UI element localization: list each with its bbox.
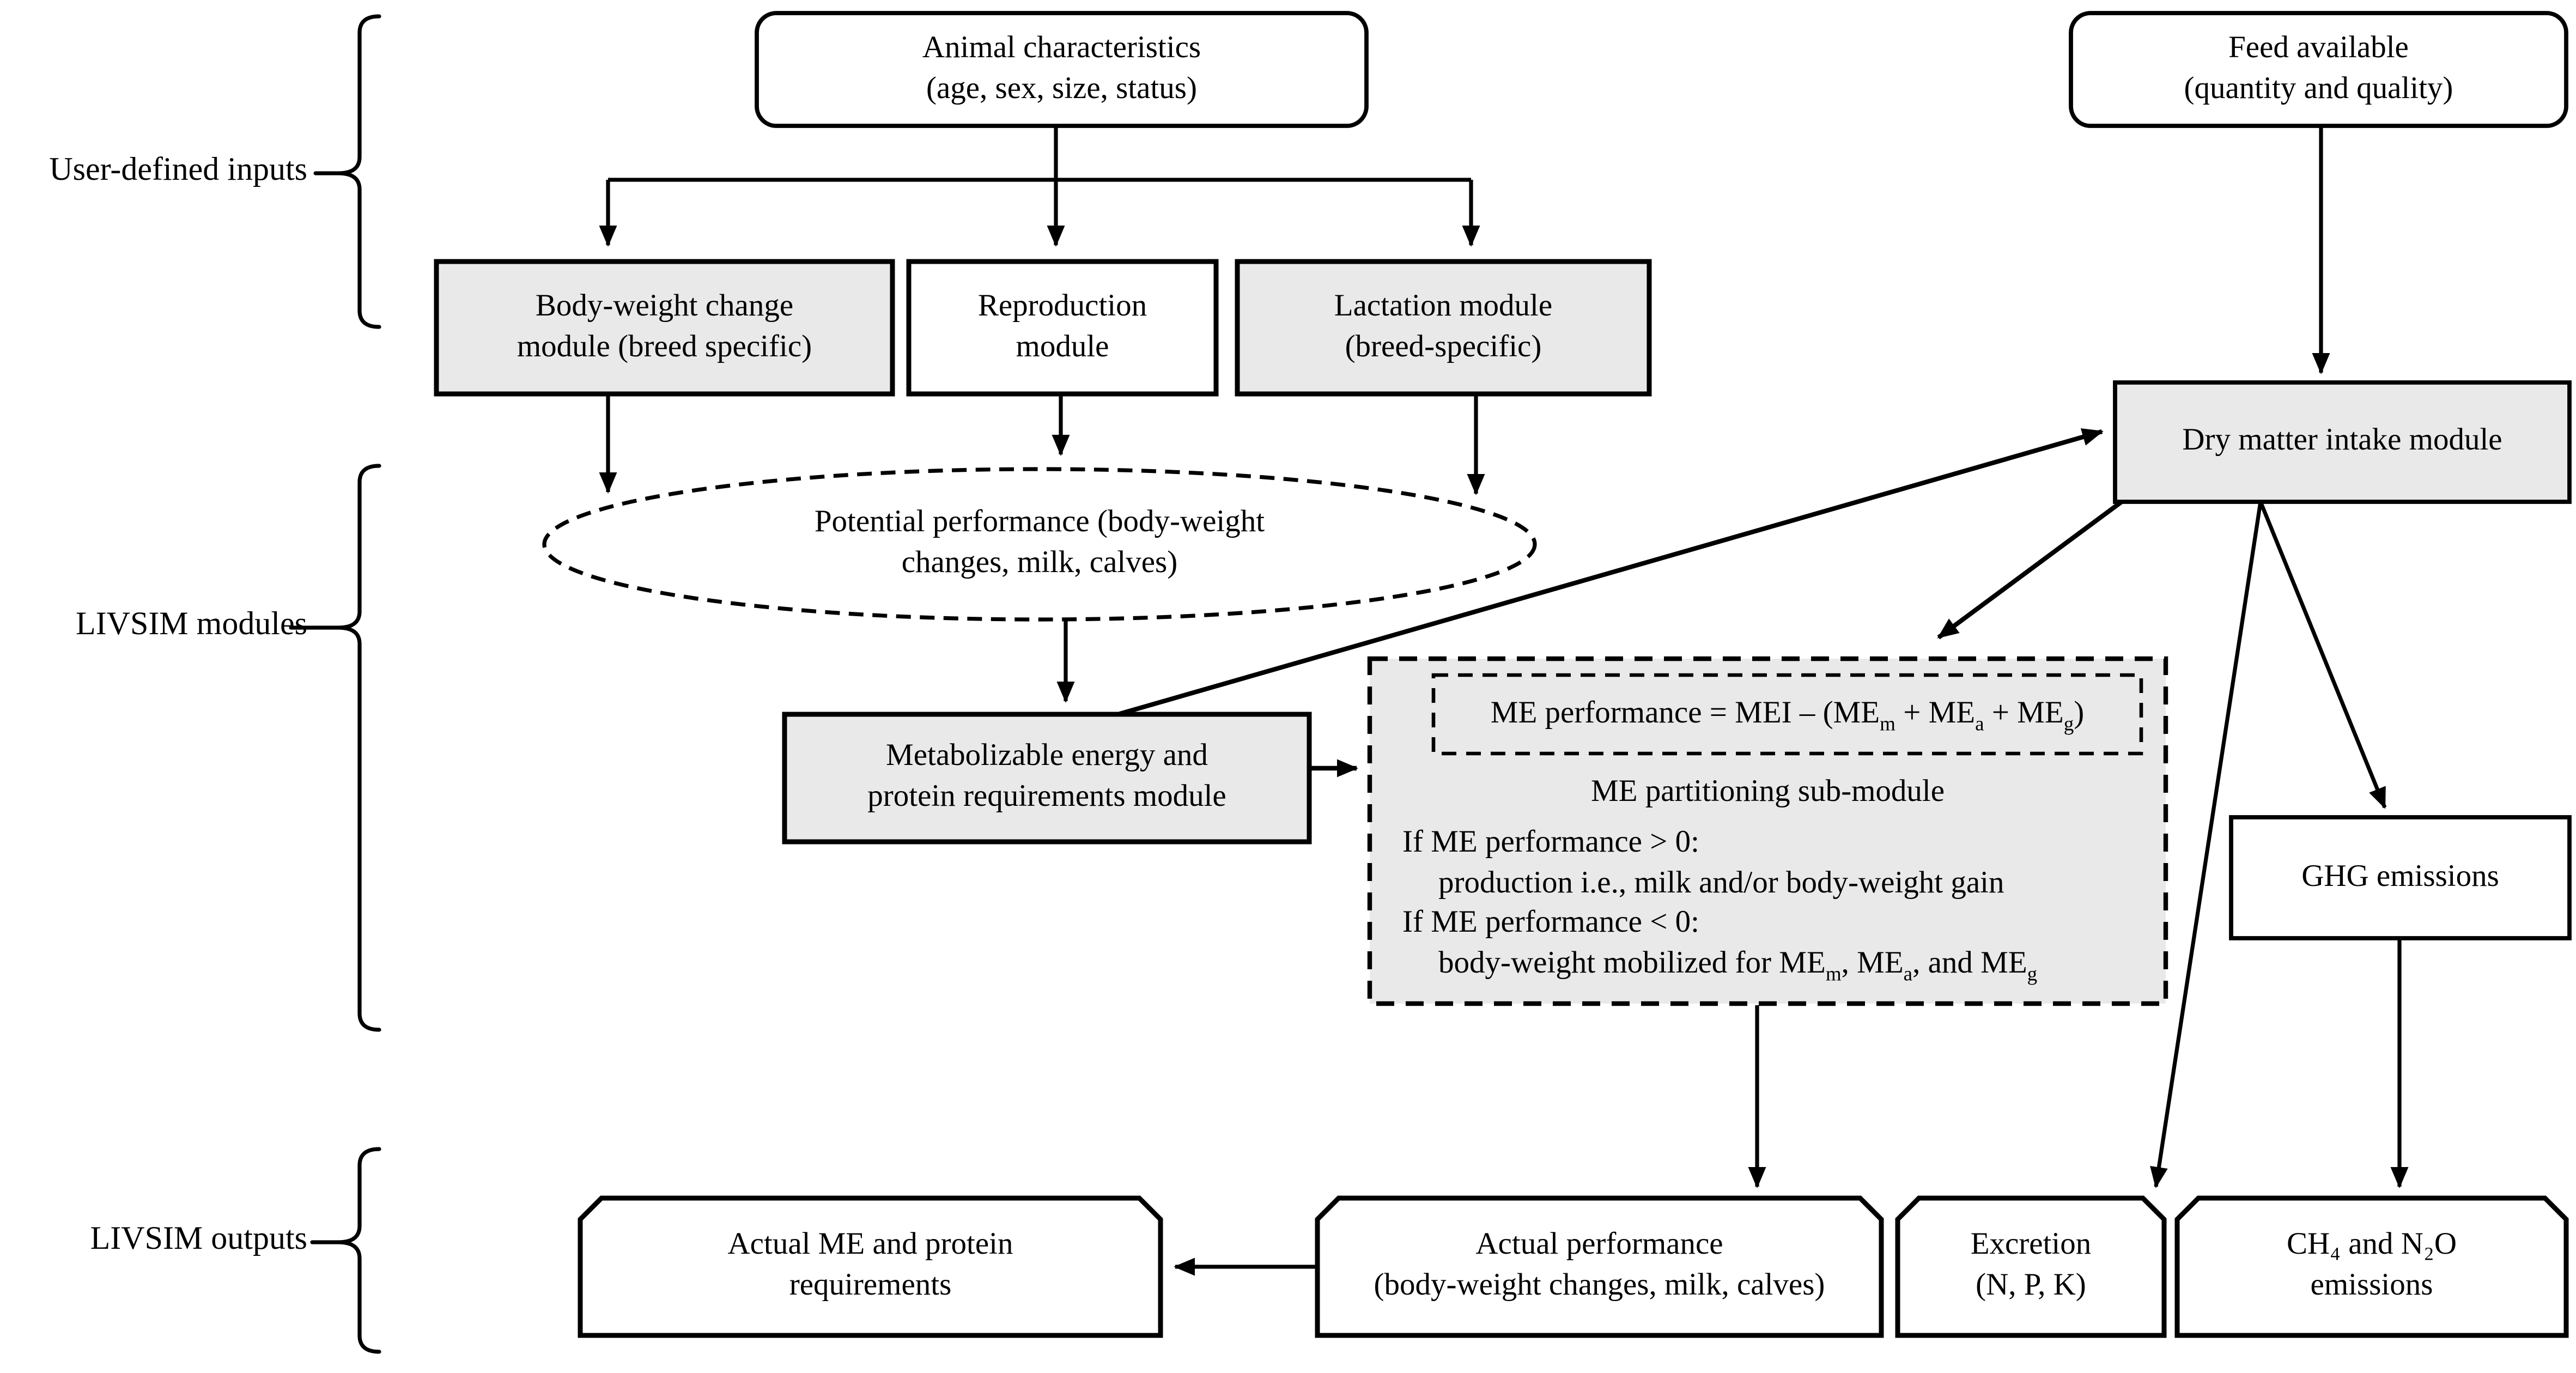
outputs-brace: [338, 1147, 381, 1354]
modules-brace: [338, 464, 381, 1032]
feed-available-box: [2069, 11, 2568, 128]
actual-me-output-box: [578, 1195, 1163, 1338]
me-performance-formula-box: [1431, 673, 2143, 756]
edge-me-to-dmi: [1117, 428, 2104, 717]
excretion-output-box: [1895, 1195, 2167, 1338]
metabolizable-energy-box: [782, 712, 1312, 845]
ghg-emissions-box: [2229, 815, 2572, 940]
output-boxes: [578, 1195, 2569, 1338]
body-weight-module-box: [434, 259, 895, 397]
edge-dmi-to-ghg: [2258, 501, 2387, 809]
actual-performance-output-box: [1315, 1195, 1884, 1338]
connector-lines: [599, 126, 2409, 1276]
edge-dmi-to-excretion: [2150, 501, 2263, 1188]
ch4-n2o-output-box: [2174, 1195, 2569, 1338]
edge-dmi-to-submodule: [1937, 500, 2123, 640]
me-partitioning-submodule-box: [1367, 656, 2168, 1006]
reproduction-module-box: [906, 259, 1219, 397]
lactation-module-box: [1235, 259, 1652, 397]
group-braces: [289, 14, 381, 1354]
dry-matter-intake-box: [2113, 380, 2572, 504]
inputs-brace: [338, 14, 381, 329]
potential-performance-ellipse: [542, 467, 1537, 622]
animal-characteristics-box: [755, 11, 1369, 128]
